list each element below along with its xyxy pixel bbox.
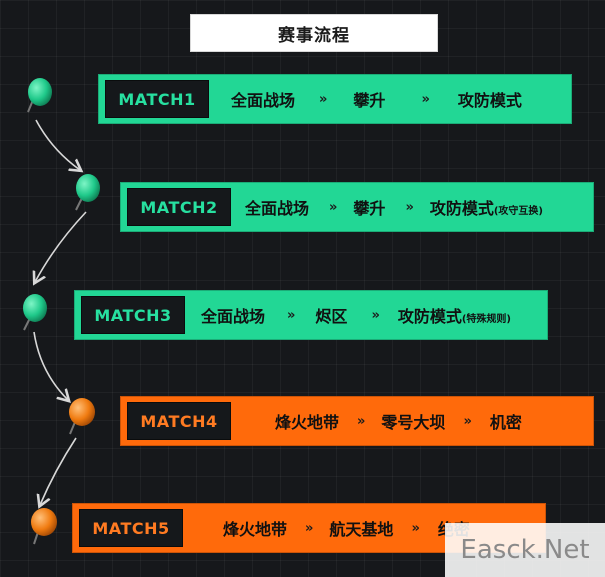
mode-note: (特殊规则): [461, 314, 511, 325]
chevron-icon: »: [287, 307, 296, 323]
curved-arrow-icon: [40, 437, 77, 505]
match-row-2: MATCH2 全面战场 » 攀升 » 攻防模式(攻守互换): [120, 182, 594, 232]
mode-note: (攻守互换): [493, 206, 543, 217]
mode-item: 攀升: [353, 91, 386, 110]
watermark: Easck.Net: [445, 523, 605, 577]
curved-arrow-icon: [33, 331, 68, 400]
chevron-icon: »: [329, 199, 338, 215]
mode-item: 烽火地带: [275, 413, 340, 432]
match-tag: MATCH4: [127, 402, 231, 440]
push-pin-icon: [75, 174, 100, 211]
chevron-icon: »: [357, 413, 366, 429]
mode-item: 全面战场: [201, 307, 266, 326]
mode-item: 零号大坝: [381, 413, 446, 432]
match-tag: MATCH5: [79, 509, 183, 547]
push-pin-icon: [27, 78, 52, 113]
chevron-icon: »: [405, 199, 414, 215]
mode-item: 航天基地: [329, 520, 394, 539]
match-row-4: MATCH4 烽火地带 » 零号大坝 » 机密: [120, 396, 594, 446]
chevron-icon: »: [319, 91, 328, 107]
mode-item: 烽火地带: [223, 520, 288, 539]
page-title: 赛事流程: [190, 14, 438, 52]
match-tag: MATCH1: [105, 80, 209, 118]
match-tag: MATCH3: [81, 296, 185, 334]
mode-item: 攀升: [353, 199, 386, 218]
push-pin-icon: [23, 294, 47, 331]
mode-item: 机密: [489, 413, 522, 432]
push-pin-icon: [31, 508, 57, 545]
chevron-icon: »: [463, 413, 472, 429]
curved-arrow-icon: [35, 211, 87, 282]
chevron-icon: »: [421, 91, 430, 107]
mode-item: 攻防模式(攻守互换): [429, 199, 543, 218]
match-tag: MATCH2: [127, 188, 231, 226]
mode-item: 攻防模式: [457, 91, 522, 110]
chevron-icon: »: [411, 520, 420, 536]
curved-arrow-icon: [35, 119, 80, 170]
mode-item: 烬区: [315, 307, 348, 326]
mode-item: 攻防模式(特殊规则): [397, 307, 511, 326]
match-row-3: MATCH3 全面战场 » 烬区 » 攻防模式(特殊规则): [74, 290, 548, 340]
chevron-icon: »: [371, 307, 380, 323]
chevron-icon: »: [305, 520, 314, 536]
mode-item: 全面战场: [245, 199, 310, 218]
match-row-1: MATCH1 全面战场 » 攀升 » 攻防模式: [98, 74, 572, 124]
push-pin-icon: [69, 398, 95, 435]
mode-item: 全面战场: [231, 91, 296, 110]
